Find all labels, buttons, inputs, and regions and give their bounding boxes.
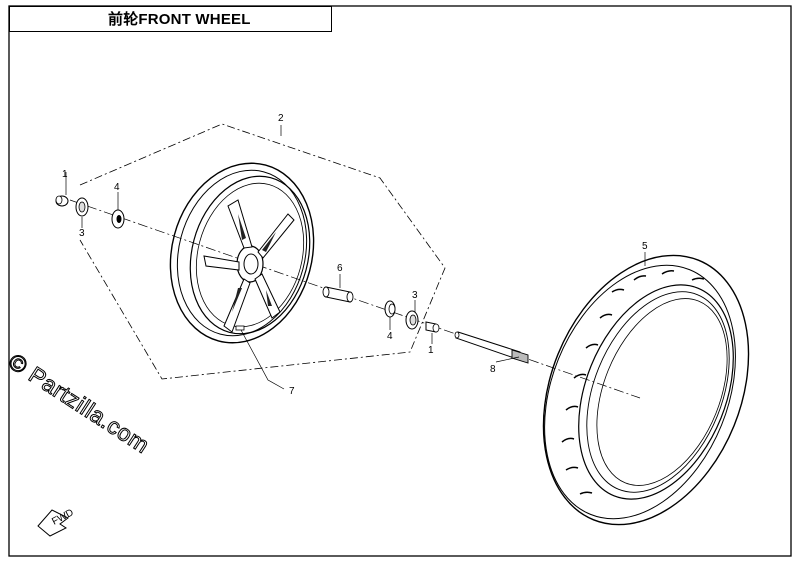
front-tire bbox=[542, 252, 750, 526]
bearing-right bbox=[384, 300, 396, 330]
callout-4-left: 4 bbox=[114, 182, 120, 193]
forward-direction-arrow: FWD bbox=[37, 507, 76, 537]
title-box bbox=[9, 6, 332, 32]
outer-border bbox=[8, 5, 792, 557]
callout-7: 7 bbox=[289, 386, 295, 397]
wheel-rim bbox=[169, 162, 315, 344]
axle-nut-right bbox=[425, 321, 440, 344]
callout-3-left: 3 bbox=[79, 228, 85, 239]
bearing-left bbox=[111, 192, 125, 229]
oil-seal-right bbox=[405, 300, 419, 330]
callout-1-right: 1 bbox=[428, 345, 434, 356]
leader-7 bbox=[240, 329, 285, 390]
oil-seal-left bbox=[75, 197, 89, 228]
assembly-outline bbox=[79, 123, 446, 380]
bearing-spacer bbox=[322, 274, 354, 303]
page-title: 前轮FRONT WHEEL bbox=[108, 11, 251, 28]
fwd-label: FWD bbox=[50, 507, 75, 527]
axle-nut-left bbox=[55, 172, 69, 207]
callout-6: 6 bbox=[337, 263, 343, 274]
callout-3-right: 3 bbox=[412, 290, 418, 301]
callout-4-right: 4 bbox=[387, 331, 393, 342]
axle-centerline bbox=[69, 199, 641, 399]
callout-5: 5 bbox=[642, 241, 648, 252]
callout-2: 2 bbox=[278, 113, 284, 124]
front-axle bbox=[454, 331, 529, 364]
callout-1-left: 1 bbox=[62, 169, 68, 180]
callout-8: 8 bbox=[490, 364, 496, 375]
